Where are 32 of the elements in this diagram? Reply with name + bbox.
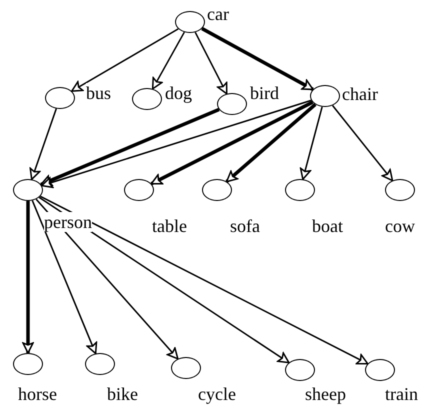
node-circle: [124, 179, 154, 201]
arrow: [36, 198, 179, 360]
arrow: [38, 196, 290, 364]
arrow: [40, 108, 220, 186]
node-circle: [285, 359, 315, 381]
node-circle: [13, 179, 43, 201]
node-label: person: [44, 212, 92, 232]
arrow: [32, 200, 98, 354]
arrow: [332, 105, 394, 182]
node-circle: [132, 88, 162, 110]
node-circle: [175, 11, 205, 33]
arrow: [226, 103, 316, 183]
node-circle: [365, 359, 395, 381]
node-circle: [310, 85, 340, 107]
arrow: [201, 27, 314, 91]
node-circle: [171, 357, 201, 379]
arrow: [150, 100, 314, 186]
arrow: [40, 196, 368, 364]
node-circle: [217, 93, 247, 115]
arrow: [300, 106, 323, 180]
node-circle: [13, 353, 43, 375]
node-circle: [385, 179, 415, 201]
node-circle: [202, 179, 232, 201]
arrow: [41, 100, 312, 188]
node-circle: [45, 87, 75, 109]
node-circle: [85, 353, 115, 375]
arrow: [194, 32, 228, 94]
arrow: [30, 108, 57, 180]
arrow: [22, 201, 34, 354]
arrow: [70, 28, 179, 92]
arrow: [152, 32, 185, 90]
node-circle: [285, 179, 315, 201]
